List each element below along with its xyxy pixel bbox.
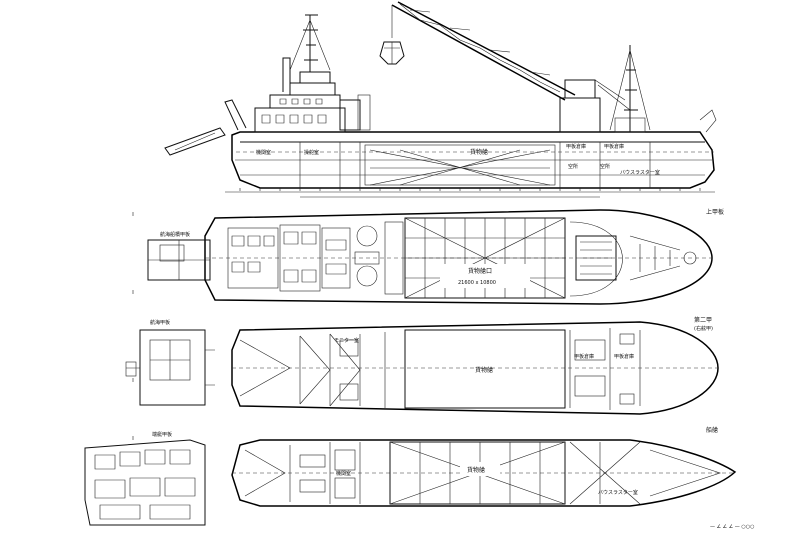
profile-label-fwd-store: 甲板倉庫 bbox=[604, 143, 624, 150]
second-deck-outline bbox=[231, 321, 719, 415]
upper-deck-fwd-equipment bbox=[569, 221, 697, 297]
upper-deck-outline bbox=[204, 209, 713, 305]
profile-label-hold: 貨物艙 bbox=[470, 148, 488, 156]
upper-deck-title: 上甲板 bbox=[706, 208, 724, 216]
hold-plan-cargo bbox=[389, 441, 566, 505]
second-deck-plan: 貨物艙 モニター室 甲板倉庫 甲板倉庫 第二甲 (右舷甲) bbox=[231, 316, 719, 415]
hold-plan-title: 船艙 bbox=[706, 426, 718, 434]
hold-plan-room: 機関室 bbox=[336, 470, 351, 477]
second-deck-monitor: モニター室 bbox=[334, 337, 359, 344]
profile-label-engine: 機関室 bbox=[256, 149, 271, 156]
detail-nav-bridge: 航海船橋甲板 bbox=[147, 231, 211, 281]
profile-frame-ticks bbox=[225, 188, 715, 198]
detail-boat-deck: 端艇甲板 bbox=[84, 431, 206, 526]
profile-label-store: 甲板倉庫 bbox=[566, 143, 586, 150]
hold-plan-engine-room bbox=[244, 442, 361, 504]
second-deck-aft-rooms bbox=[239, 332, 386, 408]
profile-crane bbox=[379, 1, 631, 133]
hatch-size: 21600 x 10800 bbox=[458, 280, 496, 286]
second-deck-title: 第二甲 bbox=[694, 316, 712, 324]
detail-nav-bridge-title: 航海船橋甲板 bbox=[160, 231, 190, 238]
detail-boat-deck-title: 端艇甲板 bbox=[152, 431, 172, 438]
profile-label-void: 空所 bbox=[568, 163, 578, 170]
second-deck-store2: 甲板倉庫 bbox=[614, 353, 634, 360]
second-deck-hold bbox=[404, 329, 566, 409]
profile-hull bbox=[231, 131, 715, 189]
profile-label-steering: 操舵室 bbox=[304, 149, 319, 156]
side-detail-views: 航海船橋甲板 航海甲板 端艇甲板 bbox=[84, 212, 215, 526]
second-deck-hold-label: 貨物艙 bbox=[475, 366, 493, 374]
second-deck-store: 甲板倉庫 bbox=[574, 353, 594, 360]
profile-fore-mast bbox=[609, 45, 717, 133]
grab-bucket bbox=[379, 41, 405, 65]
footer-stamp: — ∠ ∠ ∠ — ○○○ bbox=[710, 524, 754, 530]
profile-hold-structure bbox=[364, 144, 556, 186]
hold-plan-cargo-label: 貨物艙 bbox=[467, 466, 485, 474]
profile-stern-gear bbox=[164, 99, 247, 156]
detail-wheelhouse: 航海甲板 bbox=[125, 319, 215, 406]
second-deck-fwd-rooms bbox=[569, 328, 641, 410]
ship-profile: 機関室 操舵室 貨物艙 甲板倉庫 甲板倉庫 空所 空所 バウスラスター室 bbox=[164, 1, 717, 198]
upper-deck-plan: 貨物艙口 21600 x 10800 上甲板 bbox=[204, 208, 724, 305]
profile-label-void2: 空所 bbox=[600, 163, 610, 170]
hold-plan-fwd bbox=[569, 441, 721, 505]
hatch-label: 貨物艙口 bbox=[468, 267, 492, 275]
detail-wheelhouse-title: 航海甲板 bbox=[150, 319, 170, 326]
profile-superstructure bbox=[254, 14, 371, 133]
hold-plan-outline bbox=[231, 439, 737, 507]
second-deck-subtitle: (右舷甲) bbox=[694, 325, 713, 332]
upper-deck-accommodation bbox=[227, 221, 404, 295]
hold-plan: 貨物艙 機関室 バウスラスター室 船艙 bbox=[231, 426, 737, 507]
profile-label-thruster: バウスラスター室 bbox=[620, 169, 660, 176]
hold-plan-thruster: バウスラスター室 bbox=[598, 489, 638, 496]
